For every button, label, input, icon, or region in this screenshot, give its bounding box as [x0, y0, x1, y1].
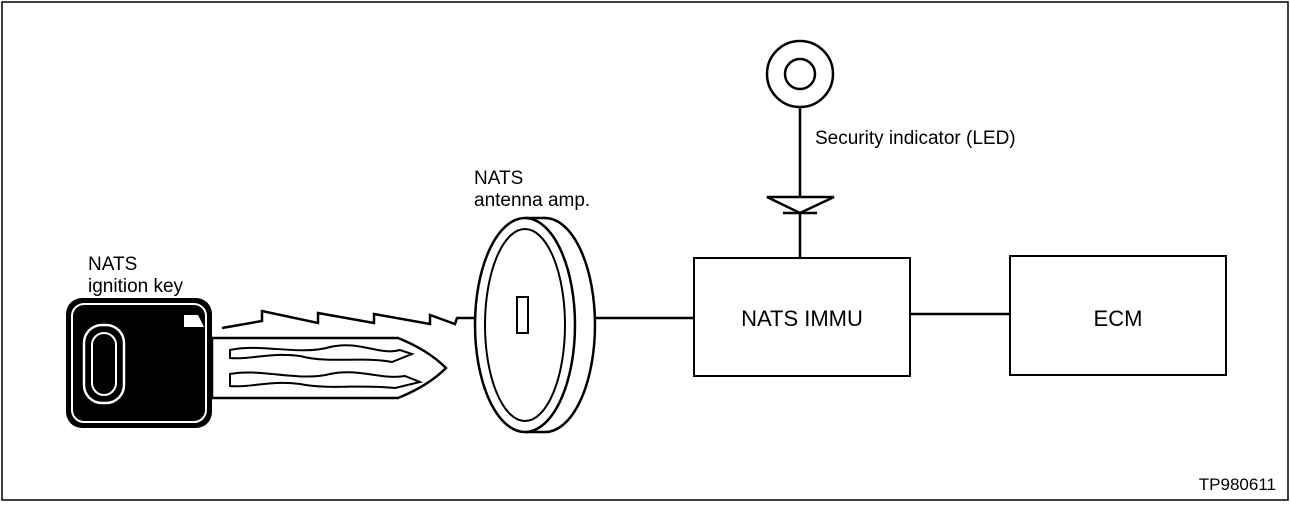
- rf-signal-line: [221, 309, 516, 330]
- antenna-label-line2: antenna amp.: [474, 190, 590, 211]
- ecm-label: ECM: [1094, 306, 1143, 331]
- key-label-line1: NATS: [88, 254, 137, 275]
- key-chip-mark: [184, 315, 204, 327]
- ecm-unit: ECM: [1009, 255, 1227, 376]
- antenna-amp: NATS antenna amp.: [473, 168, 597, 434]
- antenna-label-line1: NATS: [474, 168, 523, 189]
- ignition-key: NATS ignition key: [66, 254, 448, 428]
- immu-unit: NATS IMMU: [693, 257, 911, 377]
- immu-box: [693, 257, 911, 377]
- security-indicator: Security indicator (LED): [765, 39, 1016, 258]
- immu-label: NATS IMMU: [741, 306, 863, 331]
- key-ring-hole-inner: [91, 332, 117, 396]
- indicator-label: Security indicator (LED): [815, 128, 1016, 149]
- antenna-slot: [516, 296, 529, 334]
- key-label-line2: ignition key: [88, 276, 184, 297]
- led-diode-icon: [766, 195, 835, 215]
- antenna-coil-inner: [484, 228, 566, 422]
- key-groove-bottom: [229, 371, 424, 390]
- led-lamp-inner: [783, 57, 817, 91]
- figure-code: TP980611: [1199, 475, 1276, 494]
- ecm-box: [1009, 255, 1227, 376]
- key-groove-top: [229, 344, 415, 364]
- key-head-bevel: [71, 303, 207, 423]
